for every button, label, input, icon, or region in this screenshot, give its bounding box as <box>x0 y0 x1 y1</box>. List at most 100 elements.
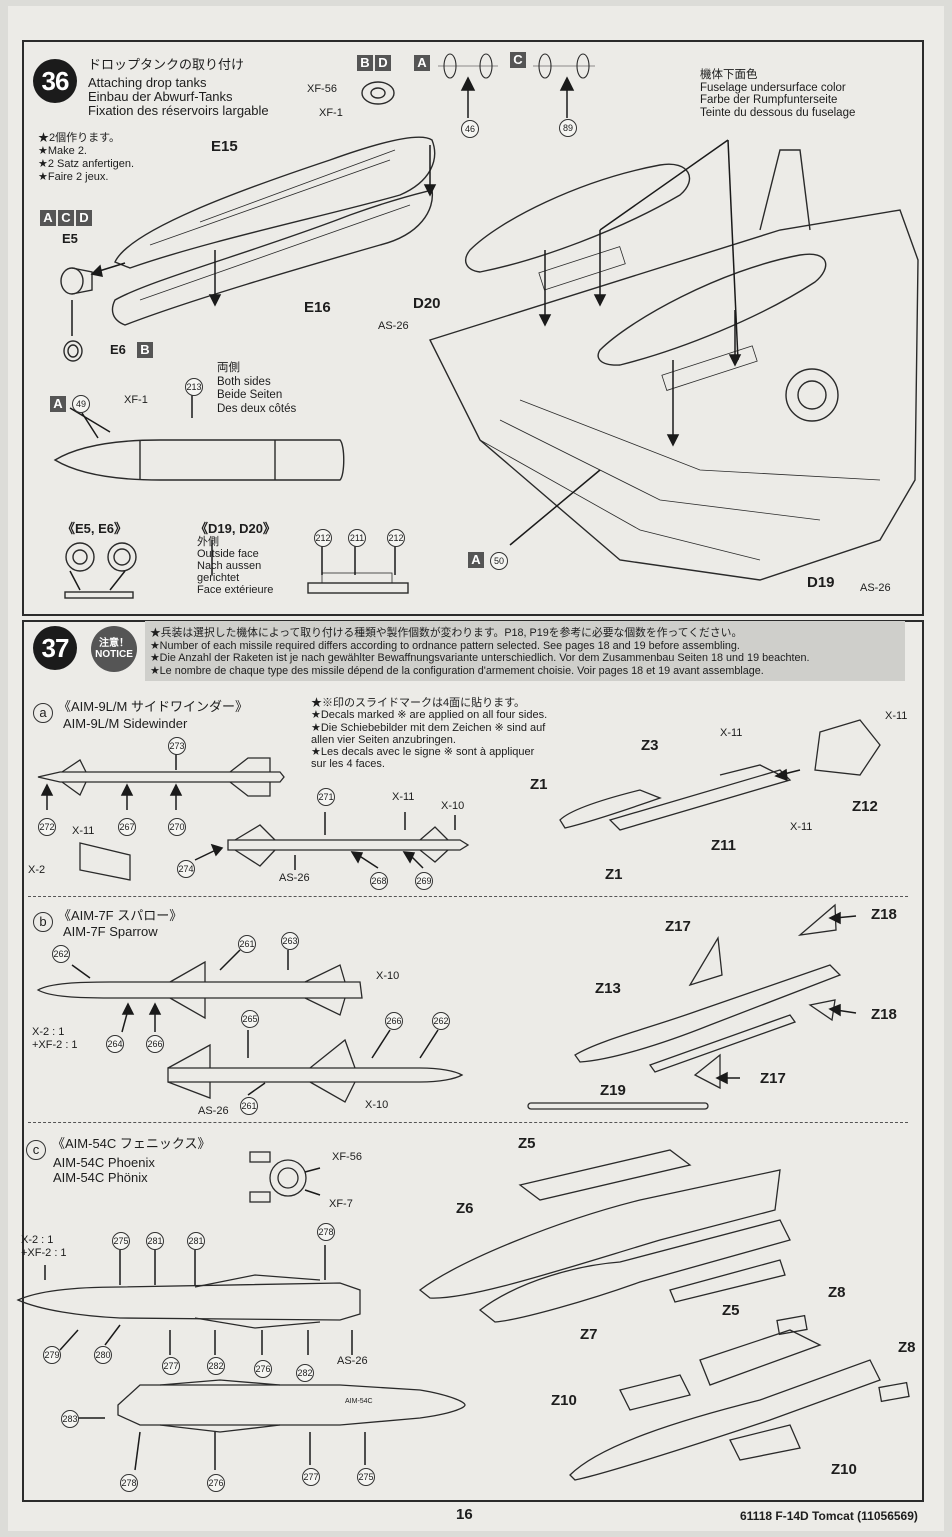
decal-271: 271 <box>317 788 335 806</box>
step-36-title-en: Attaching drop tanks <box>88 75 207 90</box>
variant-badge-a-50: A <box>468 552 484 568</box>
part-z13: Z13 <box>595 980 621 997</box>
variant-badge-a-lower: A <box>50 396 66 412</box>
decal-278-top: 278 <box>317 1223 335 1241</box>
decal-267: 267 <box>118 818 136 836</box>
part-z8-lower: Z8 <box>898 1339 916 1356</box>
part-z1-lower: Z1 <box>605 866 623 883</box>
step-36-panel <box>22 40 924 616</box>
outside-face-note: 外側 Outside face Nach aussen gerichtet Fa… <box>197 536 274 596</box>
decal-212-left: 212 <box>314 529 332 547</box>
paint-x11-a5: X-11 <box>790 821 813 833</box>
decal-281-b: 281 <box>187 1232 205 1250</box>
page-number: 16 <box>456 1506 473 1523</box>
decal-277-top: 277 <box>162 1357 180 1375</box>
variant-b: B <box>357 55 373 71</box>
paint-xf56: XF-56 <box>307 83 337 95</box>
decal-280: 280 <box>94 1346 112 1364</box>
decal-212-right: 212 <box>387 529 405 547</box>
both-sides-note: 両側 Both sides Beide Seiten Des deux côté… <box>217 362 297 415</box>
decal-270: 270 <box>168 818 186 836</box>
part-z12: Z12 <box>852 798 878 815</box>
paint-as26-d19: AS-26 <box>860 582 891 594</box>
section-a-title-en: AIM-9L/M Sidewinder <box>63 716 188 731</box>
drop-tank-side <box>53 439 345 481</box>
decal-275-top: 275 <box>112 1232 130 1250</box>
step-36-number: 36 <box>33 59 77 103</box>
decal-four-sides-note: ★※印のスライドマークは4面に貼ります。 ★Decals marked ※ ar… <box>311 697 548 771</box>
decal-89: 89 <box>559 119 577 137</box>
decal-279: 279 <box>43 1346 61 1364</box>
decal-261-bottom: 261 <box>240 1097 258 1115</box>
variant-badge-b: B <box>137 342 153 358</box>
section-c-marker: c <box>26 1140 46 1160</box>
paint-xf1: XF-1 <box>319 107 343 119</box>
paint-xf56-c: XF-56 <box>332 1151 362 1163</box>
section-c-title-en: AIM-54C Phoenix <box>53 1155 155 1170</box>
paint-x2-xf2-b: X-2 : 1 +XF-2 : 1 <box>32 1026 78 1051</box>
paint-as26-a: AS-26 <box>279 872 310 884</box>
notice-bar <box>145 621 905 681</box>
notice-badge: 注意！ NOTICE <box>91 626 137 672</box>
variant-a: A <box>468 552 484 568</box>
decal-262-bottom: 262 <box>432 1012 450 1030</box>
sparrow-bottom <box>167 1067 464 1083</box>
part-e5: E5 <box>62 231 78 246</box>
part-z10-left: Z10 <box>551 1392 577 1409</box>
decal-261-top: 261 <box>238 935 256 953</box>
variant-b: B <box>137 342 153 358</box>
kit-reference: 61118 F-14D Tomcat (11056569) <box>740 1509 918 1523</box>
instruction-page <box>8 6 944 1531</box>
decal-269: 269 <box>415 872 433 890</box>
section-b-title-ja: 《AIM-7F スパロー》 <box>58 908 183 923</box>
part-z19: Z19 <box>600 1082 626 1099</box>
paint-x2-xf2-c: X-2 : 1 +XF-2 : 1 <box>21 1234 67 1259</box>
part-z18-upper: Z18 <box>871 906 897 923</box>
decal-276-top: 276 <box>254 1360 272 1378</box>
part-e15: E15 <box>211 138 238 155</box>
part-z11: Z11 <box>711 837 737 854</box>
phoenix-body-marking: AIM-54C <box>345 1398 373 1405</box>
variant-badge-a: A <box>414 55 430 71</box>
notice-text: ★兵装は選択した機体によって取り付ける種類や製作個数が変わります。P18, P1… <box>150 627 810 677</box>
divider-b-c <box>28 1122 908 1123</box>
part-z5-upper: Z5 <box>518 1135 536 1152</box>
section-a-title-ja: 《AIM-9L/M サイドワインダー》 <box>58 699 248 714</box>
decal-277-bottom: 277 <box>302 1468 320 1486</box>
part-d19: D19 <box>807 574 835 591</box>
group-e5-e6: 《E5, E6》 <box>62 521 128 536</box>
paint-x11-a4: X-11 <box>885 710 908 722</box>
decal-266-bottom: 266 <box>385 1012 403 1030</box>
decal-213: 213 <box>185 378 203 396</box>
decal-268: 268 <box>370 872 388 890</box>
sidewinder-top <box>227 839 470 851</box>
part-e6: E6 <box>110 342 126 357</box>
sidewinder-side <box>37 771 285 783</box>
decal-278-bottom: 278 <box>120 1474 138 1492</box>
group-d19-d20: 《D19, D20》 <box>195 521 276 536</box>
paint-as26-d20: AS-26 <box>378 320 409 332</box>
decal-274: 274 <box>177 860 195 878</box>
step-36-title-de: Einbau der Abwurf-Tanks <box>88 89 233 104</box>
part-z17-upper: Z17 <box>665 918 691 935</box>
step-36-title-ja: ドロップタンクの取り付け <box>88 57 245 72</box>
section-a-marker: a <box>33 703 53 723</box>
paint-as26-c: AS-26 <box>337 1355 368 1367</box>
decal-50: 50 <box>490 552 508 570</box>
part-z6: Z6 <box>456 1200 474 1217</box>
part-z7: Z7 <box>580 1326 598 1343</box>
tank-half-e16 <box>111 189 434 326</box>
phoenix-bottom <box>117 1384 466 1426</box>
variant-a: A <box>50 396 66 412</box>
tank-half-e15 <box>114 136 436 269</box>
part-z5-lower: Z5 <box>722 1302 740 1319</box>
part-e16: E16 <box>304 299 331 316</box>
decal-281-a: 281 <box>146 1232 164 1250</box>
part-z8-upper: Z8 <box>828 1284 846 1301</box>
part-z1-upper: Z1 <box>530 776 548 793</box>
phoenix-top <box>16 1282 361 1321</box>
decal-264: 264 <box>106 1035 124 1053</box>
make-two-note: ★2個作ります。 ★Make 2. ★2 Satz anfertigen. ★F… <box>38 132 135 183</box>
